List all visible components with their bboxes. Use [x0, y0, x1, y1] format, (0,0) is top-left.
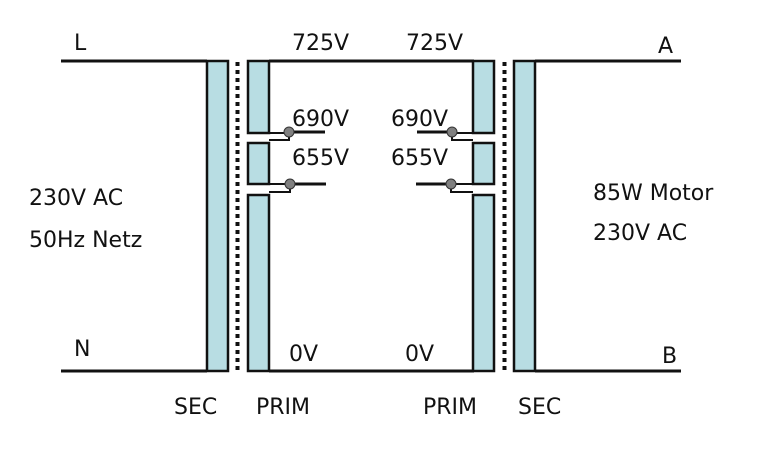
right-prim-label: PRIM — [423, 395, 477, 420]
right-tap-655-label: 655V — [391, 146, 448, 171]
left-tap-655-dot — [284, 178, 296, 190]
load-voltage-label: 230V AC — [593, 221, 687, 246]
source-frequency-label: 50Hz Netz — [29, 228, 142, 253]
left-tap-690-label: 690V — [292, 107, 349, 132]
source-voltage-label: 230V AC — [29, 186, 123, 211]
left-sec-label: SEC — [174, 395, 217, 420]
left-prim-label: PRIM — [256, 395, 310, 420]
left-primary-coil-segment-top — [246, 59, 271, 135]
terminal-b-label: B — [662, 344, 677, 369]
right-tap-0-label: 0V — [405, 342, 434, 367]
right-sec-label: SEC — [518, 395, 561, 420]
terminal-l-label: L — [74, 31, 87, 56]
right-tap-690-dot — [446, 126, 458, 138]
terminal-a-label: A — [658, 34, 673, 59]
right-tap-690-label: 690V — [391, 107, 448, 132]
left-tap-0-label: 0V — [289, 342, 318, 367]
right-tap-725-label: 725V — [406, 31, 463, 56]
right-secondary-coil — [512, 59, 537, 373]
right-primary-coil-segment-bottom — [471, 193, 496, 373]
terminal-n-label: N — [74, 337, 90, 362]
left-tap-725-label: 725V — [292, 31, 349, 56]
right-primary-coil-segment-top — [471, 59, 496, 135]
right-primary-coil-segment-mid — [471, 141, 496, 186]
left-tap-690-dot — [283, 126, 295, 138]
left-tap-655-label: 655V — [292, 146, 349, 171]
load-power-label: 85W Motor — [593, 181, 714, 206]
left-primary-coil-segment-bottom — [246, 193, 271, 373]
left-primary-coil-segment-mid — [246, 141, 271, 186]
right-tap-655-dot — [445, 178, 457, 190]
left-secondary-coil — [205, 59, 230, 373]
